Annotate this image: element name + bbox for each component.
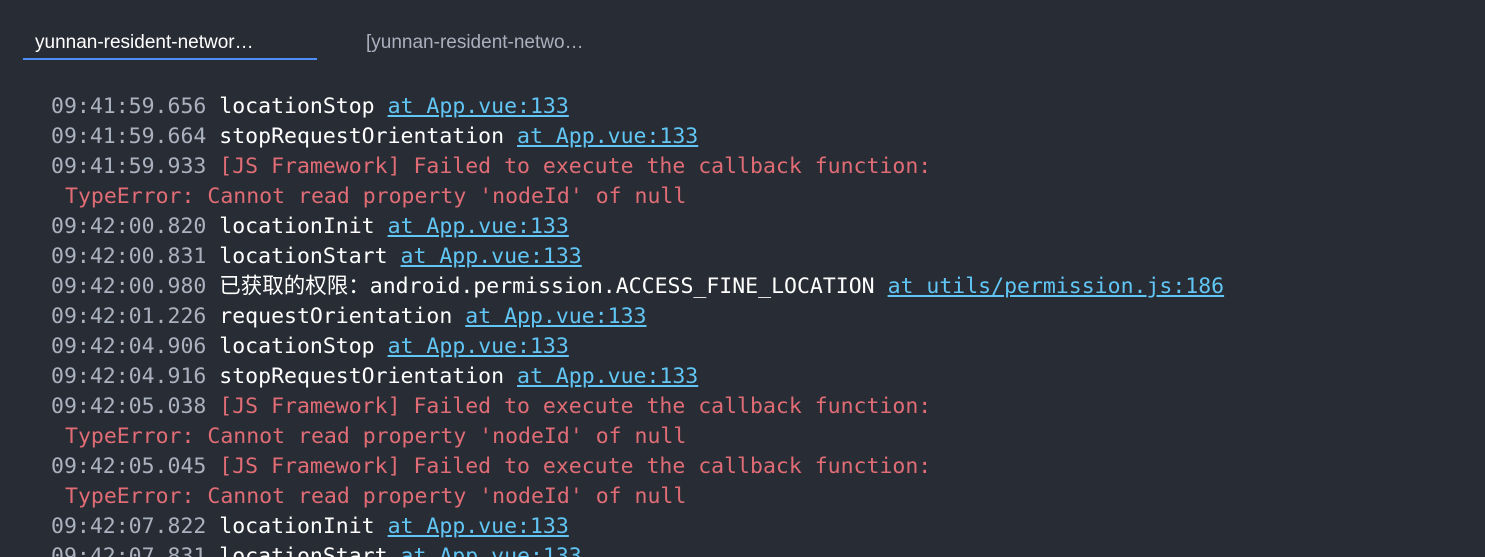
log-line: 09:42:05.038 [JS Framework] Failed to ex… [0, 392, 1485, 422]
log-message: stopRequestOrientation [219, 124, 505, 149]
log-timestamp: 09:41:59.656 [51, 94, 207, 119]
source-link[interactable]: at App.vue:133 [400, 244, 582, 269]
source-link[interactable]: at utils/permission.js:186 [887, 274, 1225, 299]
source-link[interactable]: at App.vue:133 [387, 214, 569, 239]
log-timestamp: 09:42:07.822 [51, 514, 207, 539]
log-line: 09:41:59.656 locationStop at App.vue:133 [0, 92, 1485, 122]
error-message: [JS Framework] Failed to execute the cal… [219, 394, 932, 419]
log-timestamp: 09:42:01.226 [51, 304, 207, 329]
log-message: 已获取的权限：android.permission.ACCESS_FINE_LO… [219, 274, 875, 299]
log-timestamp: 09:42:00.980 [51, 274, 207, 299]
error-detail: TypeError: Cannot read property 'nodeId'… [65, 184, 687, 209]
log-line: 09:42:00.831 locationStart at App.vue:13… [0, 242, 1485, 272]
tab-yunnan-resident-network[interactable]: yunnan-resident-networ… [23, 30, 317, 60]
console-log-panel[interactable]: 09:41:59.656 locationStop at App.vue:133… [0, 92, 1485, 557]
error-detail: TypeError: Cannot read property 'nodeId'… [65, 484, 687, 509]
log-timestamp: 09:42:07.831 [51, 544, 207, 557]
log-line: 09:42:05.045 [JS Framework] Failed to ex… [0, 452, 1485, 482]
log-line: 09:42:07.822 locationInit at App.vue:133 [0, 512, 1485, 542]
log-line: 09:42:00.980 已获取的权限：android.permission.A… [0, 272, 1485, 302]
error-message: [JS Framework] Failed to execute the cal… [219, 454, 932, 479]
log-timestamp: 09:41:59.933 [51, 154, 207, 179]
source-link[interactable]: at App.vue:133 [387, 94, 569, 119]
error-detail: TypeError: Cannot read property 'nodeId'… [65, 424, 687, 449]
log-message: locationStart [219, 544, 388, 557]
log-line: 09:42:00.820 locationInit at App.vue:133 [0, 212, 1485, 242]
log-line: 09:42:04.906 locationStop at App.vue:133 [0, 332, 1485, 362]
source-link[interactable]: at App.vue:133 [465, 304, 647, 329]
log-line: 09:41:59.933 [JS Framework] Failed to ex… [0, 152, 1485, 182]
log-message: locationStop [219, 94, 375, 119]
log-timestamp: 09:41:59.664 [51, 124, 207, 149]
log-line: 09:42:01.226 requestOrientation at App.v… [0, 302, 1485, 332]
log-message: locationStop [219, 334, 375, 359]
log-line: 09:42:04.916 stopRequestOrientation at A… [0, 362, 1485, 392]
log-timestamp: 09:42:04.906 [51, 334, 207, 359]
source-link[interactable]: at App.vue:133 [517, 364, 699, 389]
source-link[interactable]: at App.vue:133 [387, 514, 569, 539]
console-tab-bar: yunnan-resident-networ… [yunnan-resident… [0, 0, 1485, 62]
log-timestamp: 09:42:04.916 [51, 364, 207, 389]
source-link[interactable]: at App.vue:133 [400, 544, 582, 557]
log-message: stopRequestOrientation [219, 364, 505, 389]
error-message: [JS Framework] Failed to execute the cal… [219, 154, 932, 179]
log-message: locationStart [219, 244, 388, 269]
log-continuation-line: TypeError: Cannot read property 'nodeId'… [0, 482, 1485, 512]
log-timestamp: 09:42:00.831 [51, 244, 207, 269]
log-message: requestOrientation [219, 304, 453, 329]
tab-yunnan-resident-network-bracket[interactable]: [yunnan-resident-netwo… [366, 32, 584, 53]
log-message: locationInit [219, 514, 375, 539]
log-timestamp: 09:42:05.038 [51, 394, 207, 419]
log-continuation-line: TypeError: Cannot read property 'nodeId'… [0, 182, 1485, 212]
log-line: 09:41:59.664 stopRequestOrientation at A… [0, 122, 1485, 152]
log-line: 09:42:07.831 locationStart at App.vue:13… [0, 542, 1485, 557]
source-link[interactable]: at App.vue:133 [387, 334, 569, 359]
log-message: locationInit [219, 214, 375, 239]
log-continuation-line: TypeError: Cannot read property 'nodeId'… [0, 422, 1485, 452]
source-link[interactable]: at App.vue:133 [517, 124, 699, 149]
log-timestamp: 09:42:05.045 [51, 454, 207, 479]
log-timestamp: 09:42:00.820 [51, 214, 207, 239]
